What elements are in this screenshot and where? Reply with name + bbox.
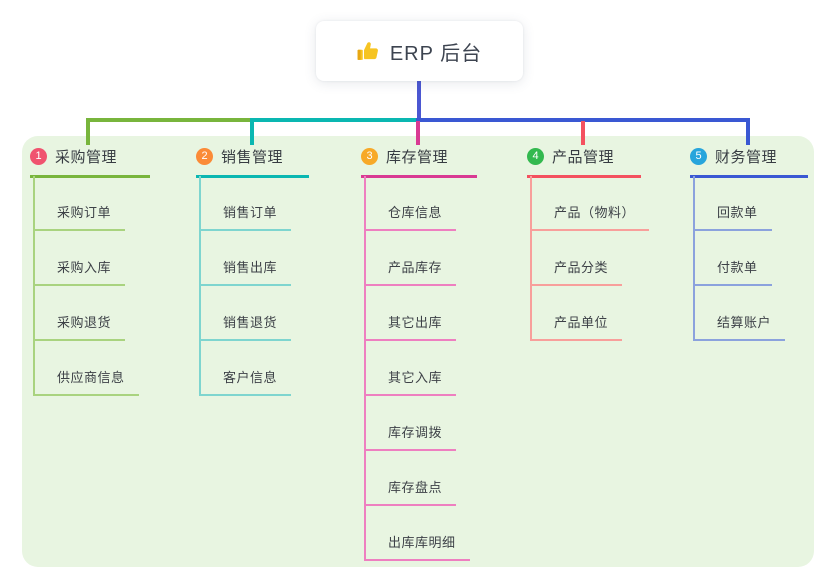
- root-node-label: ERP 后台: [389, 42, 483, 65]
- mindmap-child-node[interactable]: 库存调拨: [366, 396, 457, 451]
- child-node-label: 采购订单: [57, 205, 112, 220]
- mindmap-child-node[interactable]: 销售订单: [201, 176, 292, 231]
- root-connector-line: [417, 81, 421, 120]
- branch-topic-label: 产品管理: [552, 149, 615, 166]
- connector-drop: [86, 118, 90, 145]
- mindmap-child-node[interactable]: 产品库存: [366, 231, 457, 286]
- branch-topic-label: 财务管理: [715, 149, 778, 166]
- branch-children-group: 销售订单销售出库销售退货客户信息: [199, 176, 292, 396]
- branch-children-group: 回款单付款单结算账户: [693, 176, 786, 341]
- branch-number-badge: 3: [361, 148, 378, 165]
- bus-segment-purchase: [86, 118, 254, 122]
- mindmap-child-node[interactable]: 结算账户: [695, 286, 786, 341]
- branch-topic-label: 库存管理: [386, 149, 449, 166]
- child-node-label: 产品分类: [554, 260, 609, 275]
- branch-number-badge: 2: [196, 148, 213, 165]
- child-node-label: 仓库信息: [388, 205, 443, 220]
- child-node-label: 供应商信息: [57, 370, 125, 385]
- mindmap-child-node[interactable]: 其它入库: [366, 341, 457, 396]
- child-node-label: 产品库存: [388, 260, 443, 275]
- mindmap-child-node[interactable]: 客户信息: [201, 341, 292, 396]
- connector-drop: [416, 121, 420, 145]
- child-node-label: 库存调拨: [388, 425, 443, 440]
- connector-drop: [250, 118, 254, 145]
- child-node-label: 出库库明细: [388, 535, 456, 550]
- mindmap-child-node[interactable]: 采购退货: [35, 286, 126, 341]
- child-node-label: 采购退货: [57, 315, 112, 330]
- branch-number-badge: 1: [30, 148, 47, 165]
- child-node-label: 其它出库: [388, 315, 443, 330]
- mindmap-child-node[interactable]: 采购入库: [35, 231, 126, 286]
- child-node-label: 客户信息: [223, 370, 278, 385]
- mindmap-child-node[interactable]: 付款单: [695, 231, 772, 286]
- branch-children-group: 采购订单采购入库采购退货供应商信息: [33, 176, 139, 396]
- child-node-label: 其它入库: [388, 370, 443, 385]
- child-node-label: 采购入库: [57, 260, 112, 275]
- child-node-label: 销售出库: [223, 260, 278, 275]
- mindmap-child-node[interactable]: 仓库信息: [366, 176, 457, 231]
- child-node-label: 产品（物料）: [554, 205, 636, 220]
- child-node-label: 销售订单: [223, 205, 278, 220]
- child-node-label: 付款单: [717, 260, 758, 275]
- mindmap-panel: [22, 136, 814, 567]
- mindmap-child-node[interactable]: 产品单位: [532, 286, 623, 341]
- branch-topic[interactable]: 1 采购管理: [30, 146, 150, 178]
- mindmap-child-node[interactable]: 产品（物料）: [532, 176, 650, 231]
- mindmap-child-node[interactable]: 库存盘点: [366, 451, 457, 506]
- child-node-label: 回款单: [717, 205, 758, 220]
- root-node[interactable]: ERP 后台: [316, 21, 523, 81]
- branch-topic[interactable]: 5 财务管理: [690, 146, 808, 178]
- child-node-label: 销售退货: [223, 315, 278, 330]
- bus-segment-finance: [416, 118, 750, 122]
- branch-number-badge: 4: [527, 148, 544, 165]
- branch-topic[interactable]: 4 产品管理: [527, 146, 641, 178]
- thumbs-up-icon: [357, 40, 380, 63]
- branch-topic-label: 销售管理: [221, 149, 284, 166]
- child-node-label: 结算账户: [717, 315, 772, 330]
- connector-drop: [581, 121, 585, 145]
- mindmap-child-node[interactable]: 出库库明细: [366, 506, 470, 561]
- branch-number-badge: 5: [690, 148, 707, 165]
- branch-topic-label: 采购管理: [55, 149, 118, 166]
- child-node-label: 产品单位: [554, 315, 609, 330]
- mindmap-child-node[interactable]: 产品分类: [532, 231, 623, 286]
- branch-children-group: 仓库信息产品库存其它出库其它入库库存调拨库存盘点出库库明细: [364, 176, 470, 561]
- mindmap-child-node[interactable]: 销售出库: [201, 231, 292, 286]
- mindmap-child-node[interactable]: 其它出库: [366, 286, 457, 341]
- child-node-label: 库存盘点: [388, 480, 443, 495]
- mindmap-child-node[interactable]: 采购订单: [35, 176, 126, 231]
- mindmap-child-node[interactable]: 销售退货: [201, 286, 292, 341]
- connector-drop: [746, 118, 750, 145]
- branch-topic[interactable]: 2 销售管理: [196, 146, 309, 178]
- branch-topic[interactable]: 3 库存管理: [361, 146, 477, 178]
- mindmap-child-node[interactable]: 供应商信息: [35, 341, 139, 396]
- bus-segment-sales: [252, 118, 420, 122]
- branch-children-group: 产品（物料） 产品分类产品单位: [530, 176, 650, 341]
- mindmap-child-node[interactable]: 回款单: [695, 176, 772, 231]
